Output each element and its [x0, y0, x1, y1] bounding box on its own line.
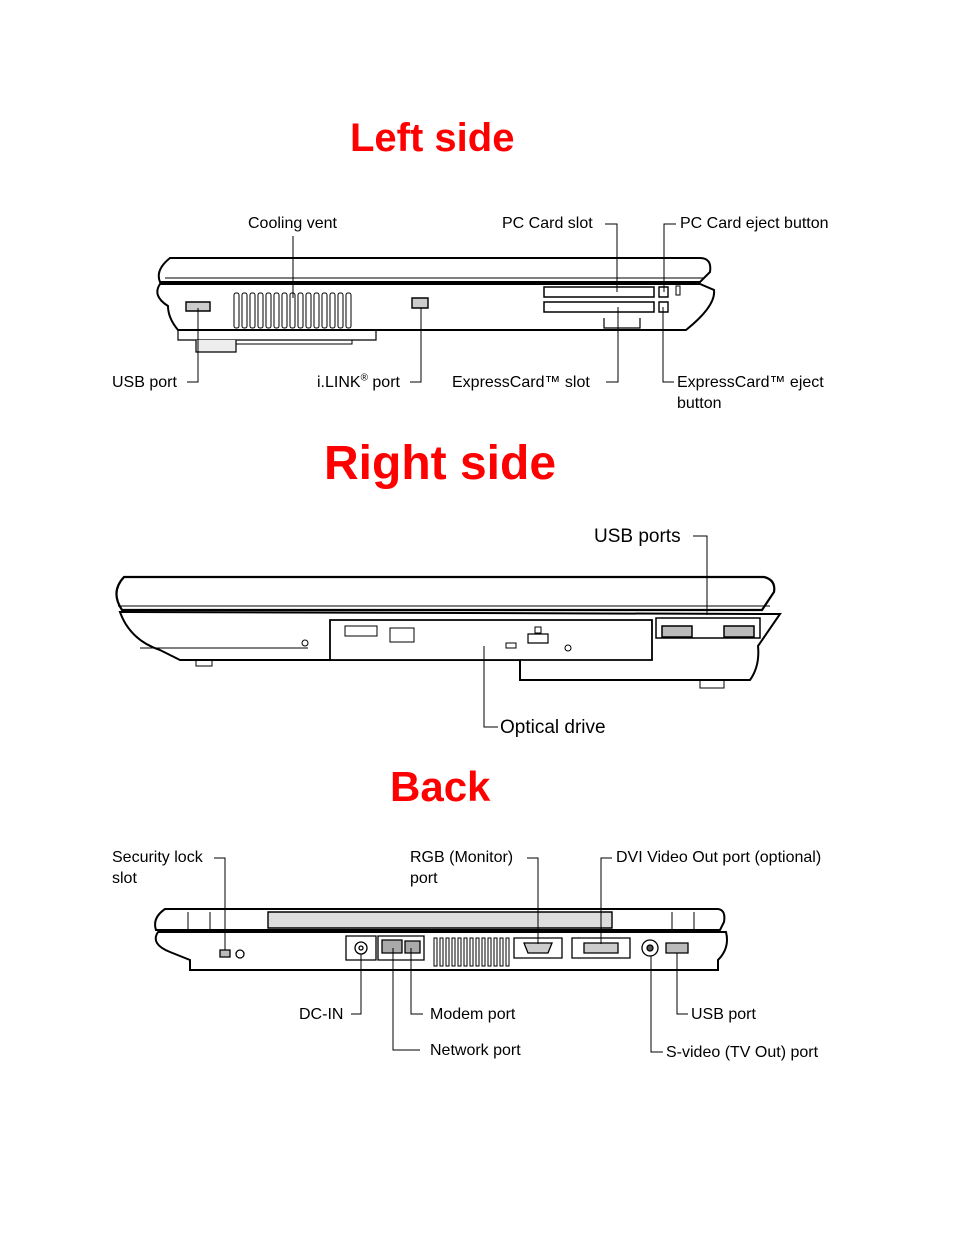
back-usb-port-label: USB port [691, 1006, 756, 1023]
left-usb-port-label: USB port [112, 374, 177, 391]
back-usb-port-drawing [666, 943, 688, 953]
pc-card-slot-label: PC Card slot [502, 215, 593, 232]
ilink-port-label: i.LINK® port [317, 372, 400, 393]
security-lock-slot-drawing [220, 950, 230, 957]
pc-card-slot-drawing [544, 287, 654, 297]
left-side-heading: Left side [350, 116, 515, 160]
right-side-heading: Right side [324, 437, 557, 490]
expresscard-slot-label: ExpressCard™ slot [452, 374, 590, 391]
right-side-leader-lines [484, 536, 707, 727]
dc-in-label: DC-IN [299, 1006, 344, 1023]
back-leader-lines [214, 858, 688, 1052]
rgb-port-label-line1: RGB (Monitor) [410, 849, 514, 866]
modem-port-label: Modem port [430, 1006, 516, 1023]
usb-ports-label: USB ports [594, 526, 681, 547]
left-side-leader-lines [187, 224, 676, 382]
back-cooling-vent-grille [434, 938, 509, 966]
cooling-vent-label: Cooling vent [248, 215, 337, 232]
expresscard-eject-label-line2: button [677, 395, 722, 412]
rgb-port-label-line2: port [410, 870, 438, 887]
ilink-port-word: port [367, 374, 400, 391]
optical-drive-drawing [330, 620, 652, 660]
network-port-label: Network port [430, 1042, 521, 1059]
left-cooling-vent-grille [234, 293, 351, 328]
right-usb-ports-drawing [656, 618, 760, 638]
network-port-drawing [382, 940, 402, 953]
svideo-port-label: S-video (TV Out) port [666, 1044, 819, 1061]
registered-mark: ® [360, 372, 368, 384]
pc-card-eject-button-label: PC Card eject button [680, 215, 829, 232]
back-heading: Back [390, 763, 491, 810]
optical-drive-label: Optical drive [500, 717, 606, 738]
security-lock-label-line1: Security lock [112, 849, 203, 866]
dvi-port-label: DVI Video Out port (optional) [616, 849, 822, 866]
ilink-port-drawing [412, 298, 428, 308]
security-lock-label-line2: slot [112, 870, 137, 887]
modem-port-drawing [405, 941, 420, 953]
expresscard-eject-label-line1: ExpressCard™ eject [677, 374, 824, 391]
expresscard-slot-drawing [544, 302, 654, 312]
ilink-name: i.LINK [317, 374, 361, 391]
